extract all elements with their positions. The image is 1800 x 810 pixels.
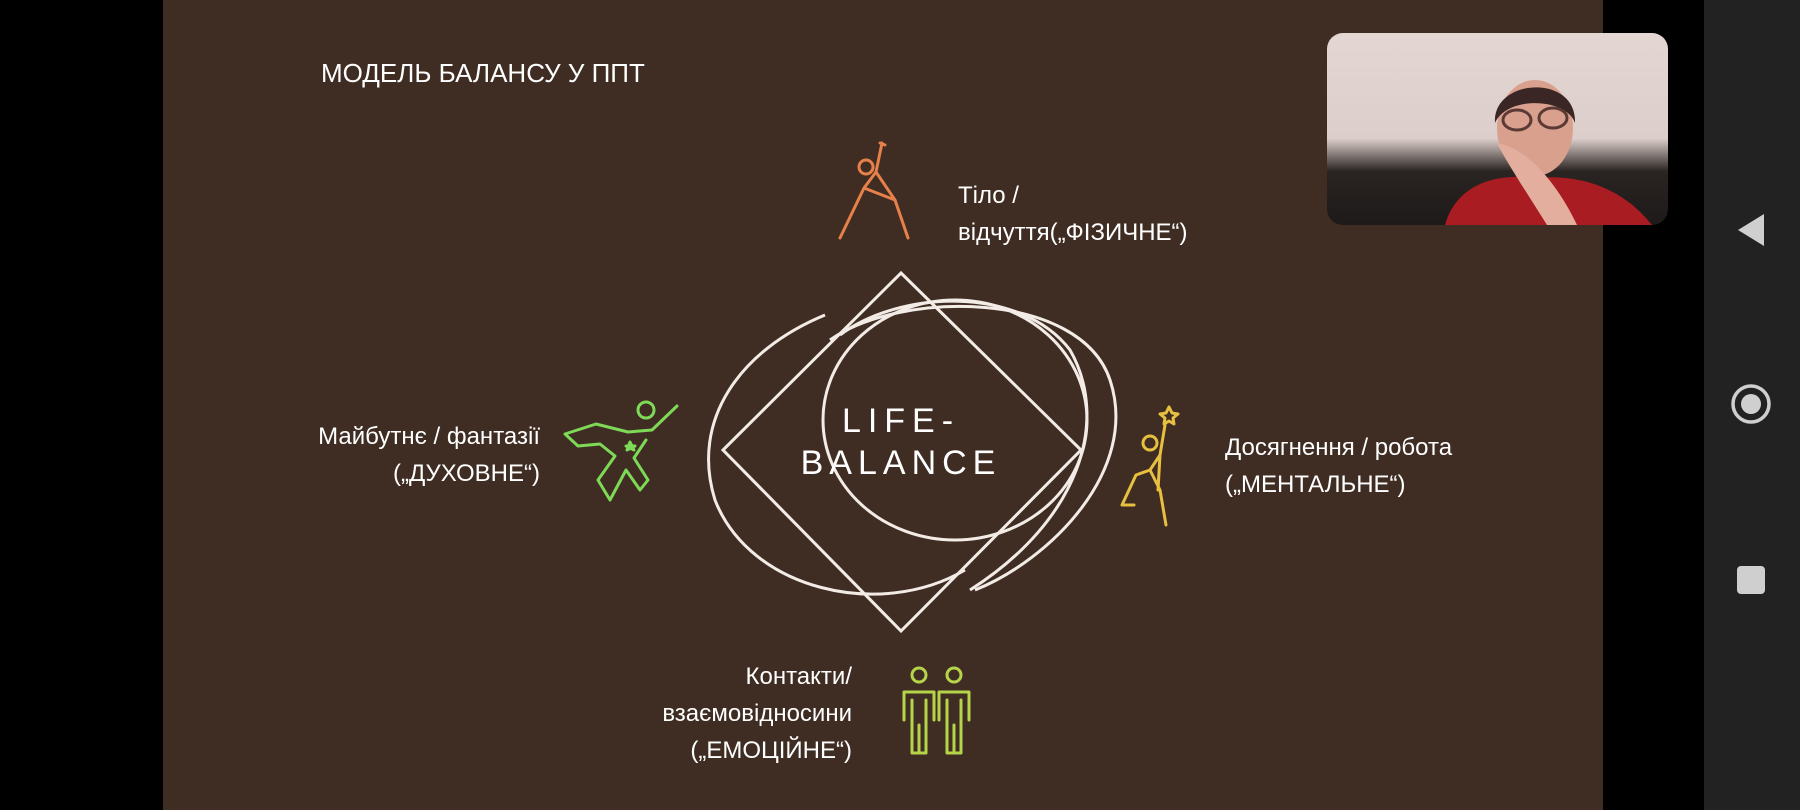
mental-label: Досягнення / робота („МЕНТАЛЬНЕ“) <box>1225 429 1452 503</box>
emotional-label: Контакти/ взаємовідносини („ЕМОЦІЙНЕ“) <box>662 658 852 769</box>
emotional-label-line1: Контакти/ <box>745 663 853 690</box>
participant-video-thumbnail[interactable] <box>1327 33 1668 225</box>
recents-icon[interactable] <box>1736 565 1766 595</box>
participant-avatar <box>1445 80 1652 225</box>
yoga-pose-icon <box>838 141 910 240</box>
balance-ornament <box>707 270 1118 634</box>
physical-label-line2: відчуття(„ФІЗИЧНЕ“) <box>958 219 1188 246</box>
spiritual-label: Майбутнє / фантазії („ДУХОВНЕ“) <box>318 418 540 492</box>
spiritual-label-line2: („ДУХОВНЕ“) <box>393 460 540 487</box>
mental-label-line1: Досягнення / робота <box>1225 434 1453 461</box>
center-label-line2: BALANCE <box>801 444 1002 482</box>
emotional-label-line2: взаємовідносини <box>662 700 852 727</box>
physical-label-line1: Тіло / <box>958 182 1019 209</box>
emotional-label-line3: („ЕМОЦІЙНЕ“) <box>690 737 852 764</box>
superhero-icon <box>563 400 679 502</box>
home-icon[interactable] <box>1730 383 1772 425</box>
back-icon[interactable] <box>1736 212 1766 248</box>
achievement-icon <box>1120 405 1180 527</box>
people-icon <box>902 666 971 755</box>
center-label-line1: LIFE- <box>842 402 960 440</box>
mental-label-line2: („МЕНТАЛЬНЕ“) <box>1225 471 1406 498</box>
spiritual-label-line1: Майбутнє / фантазії <box>318 423 540 450</box>
physical-label: Тіло / відчуття(„ФІЗИЧНЕ“) <box>958 177 1188 251</box>
slide-title: МОДЕЛЬ БАЛАНСУ У ППТ <box>321 58 645 88</box>
